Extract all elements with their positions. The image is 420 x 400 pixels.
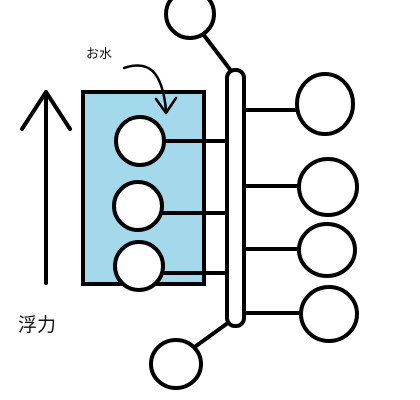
atom-right-4	[299, 285, 359, 343]
atom-right-2	[297, 157, 359, 217]
atom-bottom	[149, 338, 203, 390]
atom-left-3	[113, 240, 165, 292]
atom-left-2	[112, 180, 164, 232]
diagonal-connectors	[194, 32, 234, 348]
atom-top	[164, 0, 216, 40]
left-branches	[160, 139, 232, 275]
molecule-backbone	[225, 68, 246, 328]
buoyancy-arrow	[20, 90, 72, 285]
water-label: お水	[86, 47, 113, 62]
buoyancy-label: 浮力	[18, 314, 57, 336]
right-branches	[243, 108, 304, 315]
atom-right-3	[297, 222, 357, 278]
atom-right-1	[295, 72, 355, 136]
atom-left-1	[114, 115, 166, 167]
water-pointer-arrow	[122, 64, 178, 115]
atoms	[112, 0, 359, 390]
